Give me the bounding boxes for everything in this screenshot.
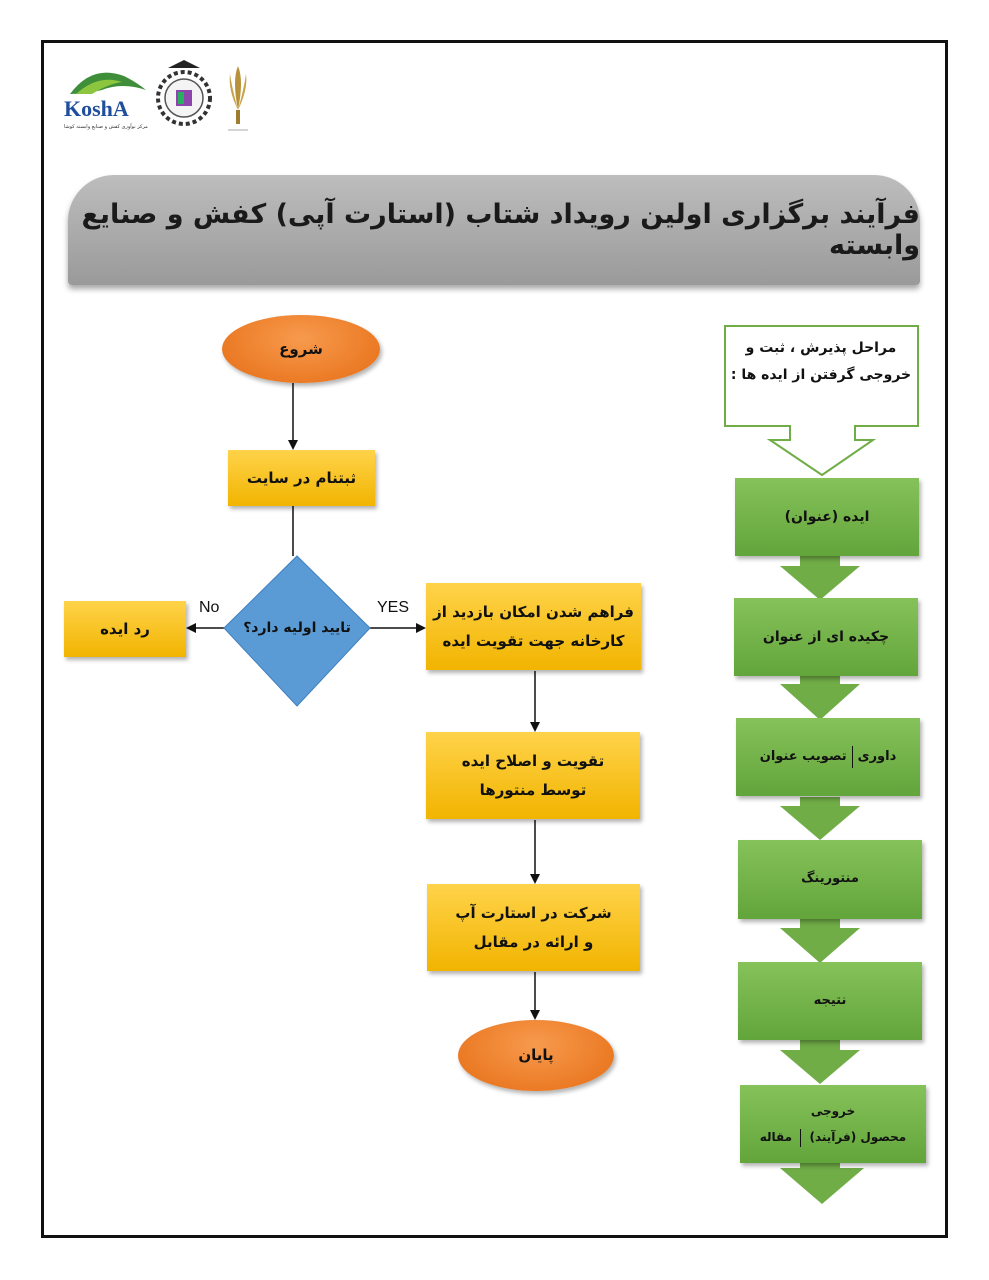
no-label: No xyxy=(199,599,220,616)
stage-mentoring: منتورینگ xyxy=(738,840,922,919)
logos-group: KoshA مرکز نوآوری کفش و صنایع وابسته کوش… xyxy=(64,60,248,131)
yes-label: YES xyxy=(377,599,410,616)
stage-output-items: محصول (فرآیند) مقاله xyxy=(759,1124,907,1150)
stage-review-divider xyxy=(851,746,853,768)
gear-emblem-logo xyxy=(156,60,212,126)
improve-step-line2: توسط منتورها xyxy=(479,780,587,799)
improve-step-line1: تقویت و اصلاح ایده xyxy=(461,752,605,770)
stage-arrow-1 xyxy=(780,556,860,600)
stage-arrow-2 xyxy=(780,676,860,720)
stages-callout-line2: خروجی گرفتن از ایده ها : xyxy=(730,366,912,383)
end-terminal: پایان xyxy=(458,1020,614,1091)
stages-callout-box xyxy=(724,325,919,477)
decision-diamond xyxy=(223,555,371,707)
visit-step-line1: فراهم شدن امکان بازدید از xyxy=(433,603,634,621)
kosha-logo-subtitle: مرکز نوآوری کفش و صنایع وابسته کوشا xyxy=(64,123,148,130)
improve-step: تقویت و اصلاح ایده توسط منتورها xyxy=(426,732,640,819)
stage-output-divider xyxy=(800,1128,802,1147)
reject-step: رد ایده xyxy=(64,601,186,657)
page-title: فرآیند برگزاری اولین رویداد شتاب (استارت… xyxy=(81,199,920,261)
visit-step: فراهم شدن امکان بازدید از کارخانه جهت تق… xyxy=(426,583,641,670)
title-banner: فرآیند برگزاری اولین رویداد شتاب (استارت… xyxy=(68,175,920,285)
kosha-logo: KoshA مرکز نوآوری کفش و صنایع وابسته کوش… xyxy=(64,72,148,130)
stages-callout-text: مراحل پذیرش ، ثبت و خروجی گرفتن از ایده … xyxy=(727,335,915,388)
stage-arrow-4 xyxy=(780,919,860,963)
start-terminal: شروع xyxy=(222,315,380,383)
stage-result: نتیجه xyxy=(738,962,922,1040)
page-border xyxy=(41,40,948,1238)
stage-idea: ایده (عنوان) xyxy=(735,478,919,556)
stage-output-title: خروجی xyxy=(810,1103,856,1118)
kosha-logo-text: KoshA xyxy=(64,96,129,121)
decision-text: تایید اولیه دارد؟ xyxy=(243,619,351,636)
register-step: ثبتنام در سایت xyxy=(228,450,375,506)
stage-arrow-5 xyxy=(780,1040,860,1084)
stage-review-a: داوری xyxy=(857,748,897,764)
stage-output: خروجی محصول (فرآیند) مقاله xyxy=(740,1085,926,1163)
stage-review-b: تصویب عنوان xyxy=(759,748,847,764)
stage-review: داوری تصویب عنوان xyxy=(736,718,920,796)
stages-callout-line1: مراحل پذیرش ، ثبت و xyxy=(745,340,897,356)
stage-abstract: چکیده ای از عنوان xyxy=(734,598,918,676)
stage-output-a: محصول (فرآیند) xyxy=(809,1130,907,1144)
stage-output-b: مقاله xyxy=(759,1130,793,1144)
stage-arrow-6 xyxy=(780,1163,864,1204)
wheat-emblem-logo xyxy=(228,66,248,131)
participate-step-line2: و ارائه در مقابل xyxy=(473,932,594,951)
participate-step: شرکت در استارت آپ و ارائه در مقابل xyxy=(427,884,640,971)
stage-arrow-3 xyxy=(780,797,860,840)
visit-step-line2: کارخانه جهت تقویت ایده xyxy=(442,631,625,650)
participate-step-line1: شرکت در استارت آپ xyxy=(455,904,612,922)
